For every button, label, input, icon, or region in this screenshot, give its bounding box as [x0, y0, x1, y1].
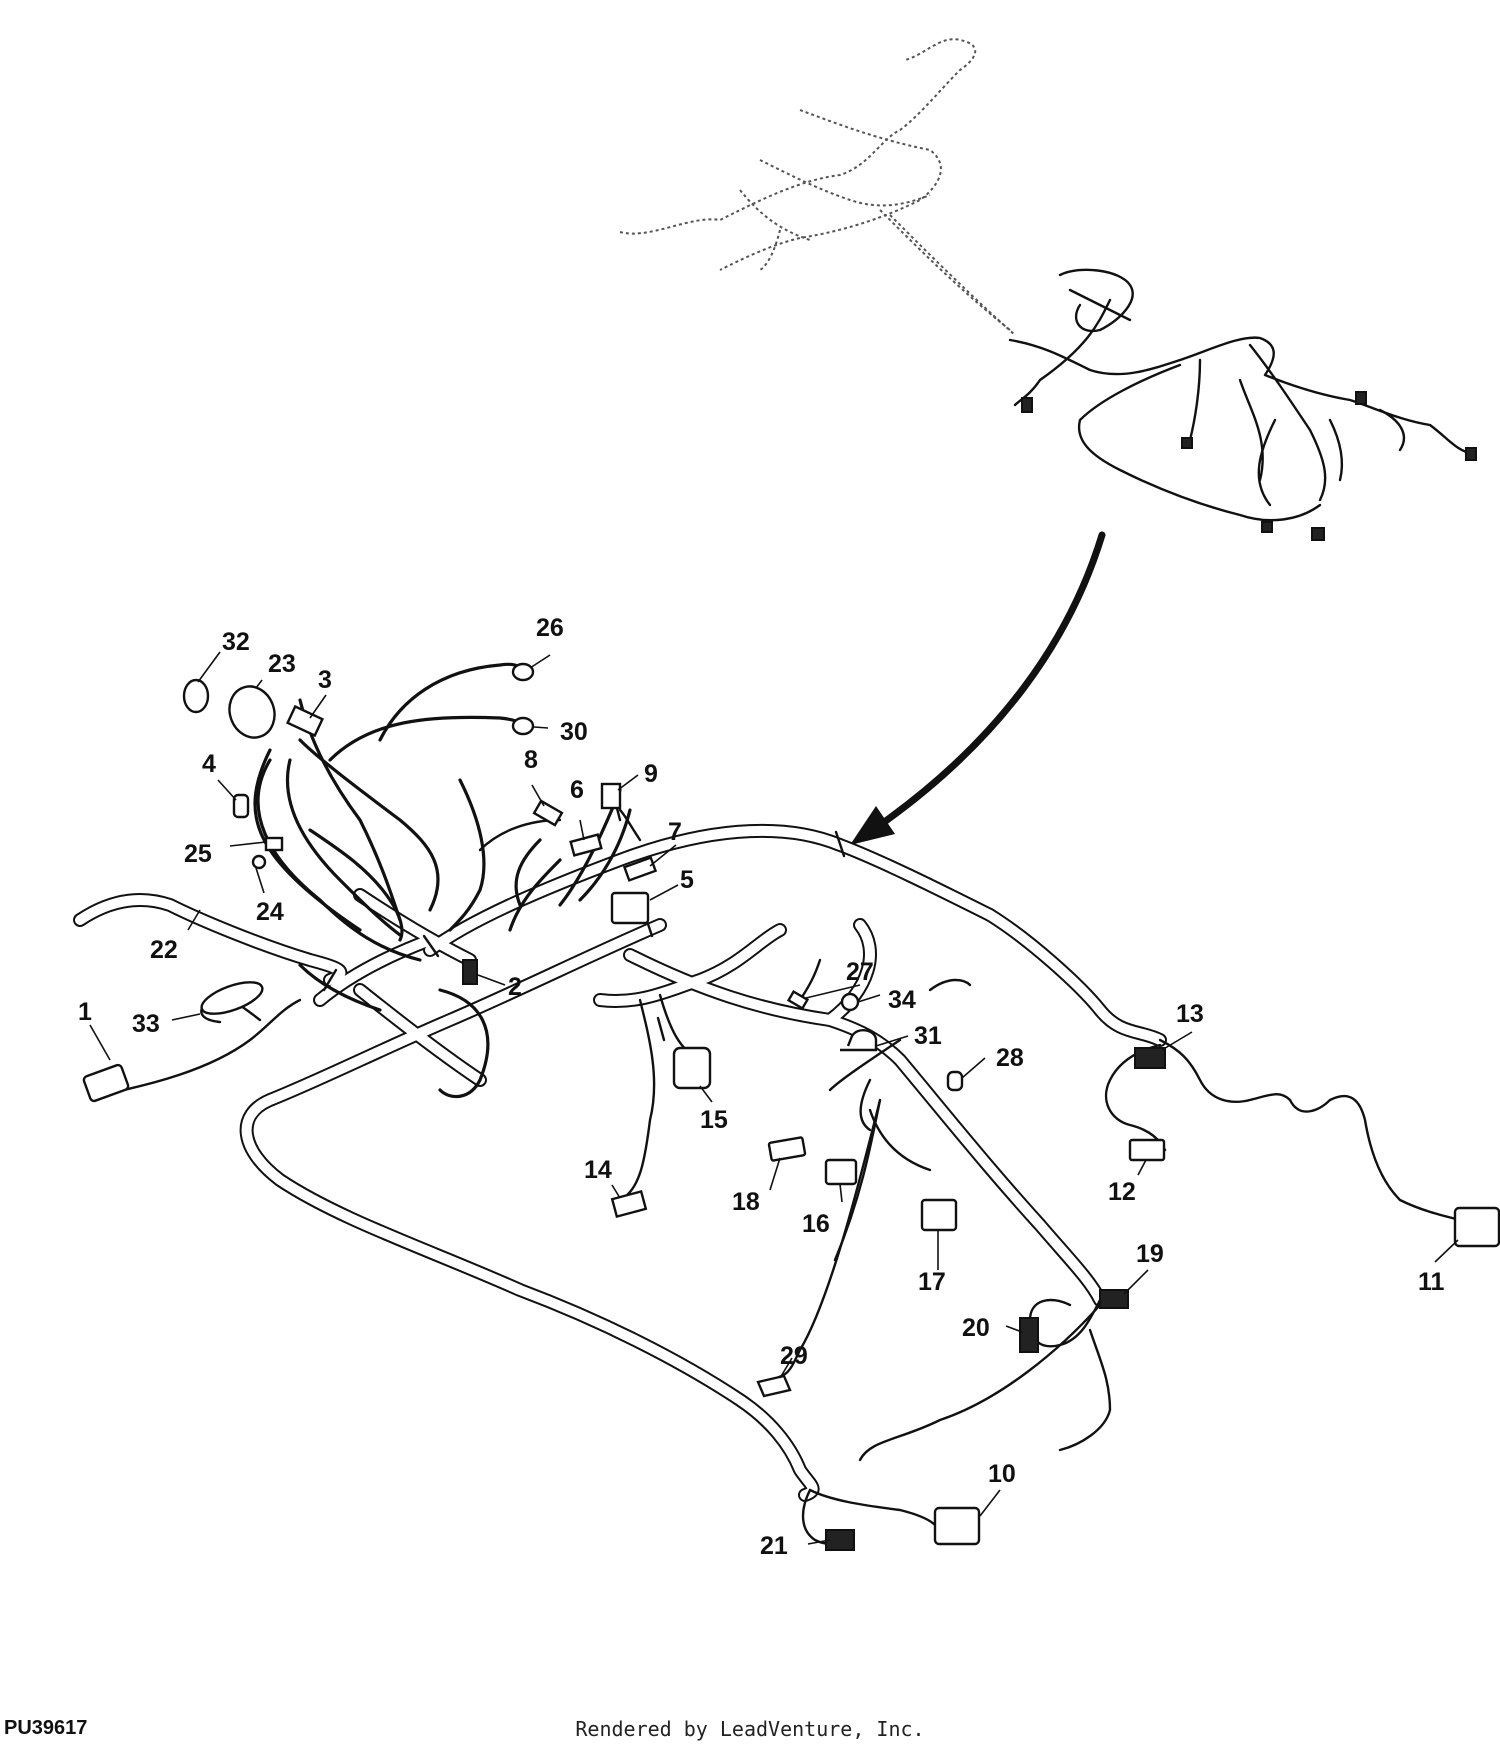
- callout-32: 32: [222, 628, 250, 656]
- cap-28-shape: [946, 1070, 964, 1092]
- clamp-31-shape: [840, 1029, 878, 1052]
- callout-15: 15: [700, 1106, 728, 1134]
- callout-8: 8: [524, 746, 538, 774]
- terminal-30-shape: [511, 716, 535, 736]
- callout-7: 7: [668, 818, 682, 846]
- connector-18-shape: [767, 1136, 807, 1162]
- connector-8-shape: [532, 799, 564, 827]
- main-harness: [73, 823, 1167, 1502]
- connector-13-shape: [1134, 1047, 1166, 1069]
- connectors: [82, 662, 1500, 1551]
- callout-5: 5: [680, 866, 694, 894]
- band-33-shape: [200, 981, 264, 1015]
- callout-21: 21: [760, 1532, 788, 1560]
- callout-17: 17: [918, 1268, 946, 1296]
- callout-24: 24: [256, 898, 284, 926]
- callout-18: 18: [732, 1188, 760, 1216]
- render-credit: Rendered by LeadVenture, Inc.: [575, 1717, 925, 1741]
- callout-16: 16: [802, 1210, 830, 1238]
- connector-12-shape: [1128, 1138, 1166, 1162]
- callout-22: 22: [150, 936, 178, 964]
- grommet-23-shape: [228, 685, 276, 739]
- direction-arrow: [850, 531, 1106, 845]
- clip-4-shape: [232, 793, 250, 819]
- callout-25: 25: [184, 840, 212, 868]
- callout-2: 2: [508, 973, 522, 1001]
- callout-labels: 1 2 3 4 5 6 7 8 9 10 11 12 13 14 15 16 1…: [78, 614, 1445, 1560]
- connector-19-shape: [1099, 1289, 1129, 1309]
- callout-13: 13: [1176, 1000, 1204, 1028]
- callout-31: 31: [914, 1022, 942, 1050]
- harness-overview: [1008, 268, 1477, 541]
- callout-30: 30: [560, 718, 588, 746]
- terminal-24-shape: [251, 854, 267, 870]
- callout-33: 33: [132, 1010, 160, 1038]
- callout-3: 3: [318, 666, 332, 694]
- screw-34-shape: [840, 992, 860, 1012]
- connector-16-shape: [824, 1158, 858, 1186]
- callout-26: 26: [536, 614, 564, 642]
- callout-4: 4: [202, 750, 216, 778]
- callout-12: 12: [1108, 1178, 1136, 1206]
- ring-32-shape: [182, 678, 210, 714]
- callout-9: 9: [644, 760, 658, 788]
- callout-29: 29: [780, 1342, 808, 1370]
- callout-10: 10: [988, 1460, 1016, 1488]
- leader-lines: [89, 651, 1459, 1545]
- connector-6-shape: [569, 833, 603, 857]
- connector-27-shape: [786, 990, 810, 1010]
- connector-14-shape: [610, 1189, 648, 1219]
- callout-28: 28: [996, 1044, 1024, 1072]
- connector-10-shape: [933, 1506, 981, 1546]
- connector-2-shape: [462, 959, 478, 985]
- connector-11-shape: [1453, 1206, 1500, 1248]
- connector-20-shape: [1019, 1317, 1039, 1353]
- connector-5-shape: [610, 891, 650, 925]
- connector-21-shape: [825, 1529, 855, 1551]
- connector-3-shape: [286, 704, 324, 738]
- callout-19: 19: [1136, 1240, 1164, 1268]
- callout-11: 11: [1418, 1268, 1445, 1296]
- callout-23: 23: [268, 650, 296, 678]
- callout-27: 27: [846, 958, 874, 986]
- connector-15-shape: [672, 1046, 712, 1090]
- terminal-26-shape: [511, 662, 535, 682]
- callout-1: 1: [78, 998, 92, 1026]
- connector-17-shape: [920, 1198, 958, 1232]
- figure-id: PU39617: [4, 1717, 88, 1739]
- callout-20: 20: [962, 1314, 990, 1342]
- connector-25-shape: [264, 836, 284, 852]
- callout-34: 34: [888, 986, 916, 1014]
- callout-14: 14: [584, 1156, 612, 1184]
- connector-9-shape: [600, 782, 622, 810]
- callout-6: 6: [570, 776, 584, 804]
- clip-29-shape: [756, 1374, 792, 1398]
- connector-1-shape: [82, 1063, 130, 1103]
- vehicle-ghost-outline: [619, 38, 1016, 336]
